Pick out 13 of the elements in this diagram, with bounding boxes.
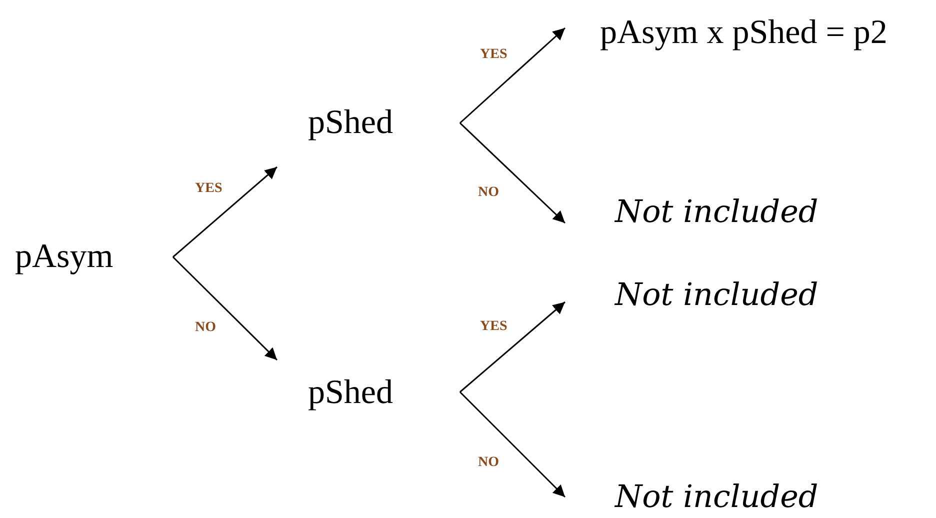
arrow	[459, 122, 566, 224]
probability-label: pShed	[308, 106, 393, 140]
outcome-text: Not included	[615, 197, 818, 228]
outcome-text: Not included	[615, 280, 818, 311]
arrow	[460, 301, 566, 393]
outcome-text: Not included	[615, 482, 818, 513]
probability-label: pShed	[308, 376, 393, 410]
arrow	[172, 256, 278, 361]
arrow	[460, 27, 566, 124]
arrow	[459, 391, 566, 498]
probability-label: pAsym	[15, 240, 114, 274]
arrow	[172, 166, 278, 258]
probability-label: pAsym x pShed = p2	[600, 16, 888, 50]
